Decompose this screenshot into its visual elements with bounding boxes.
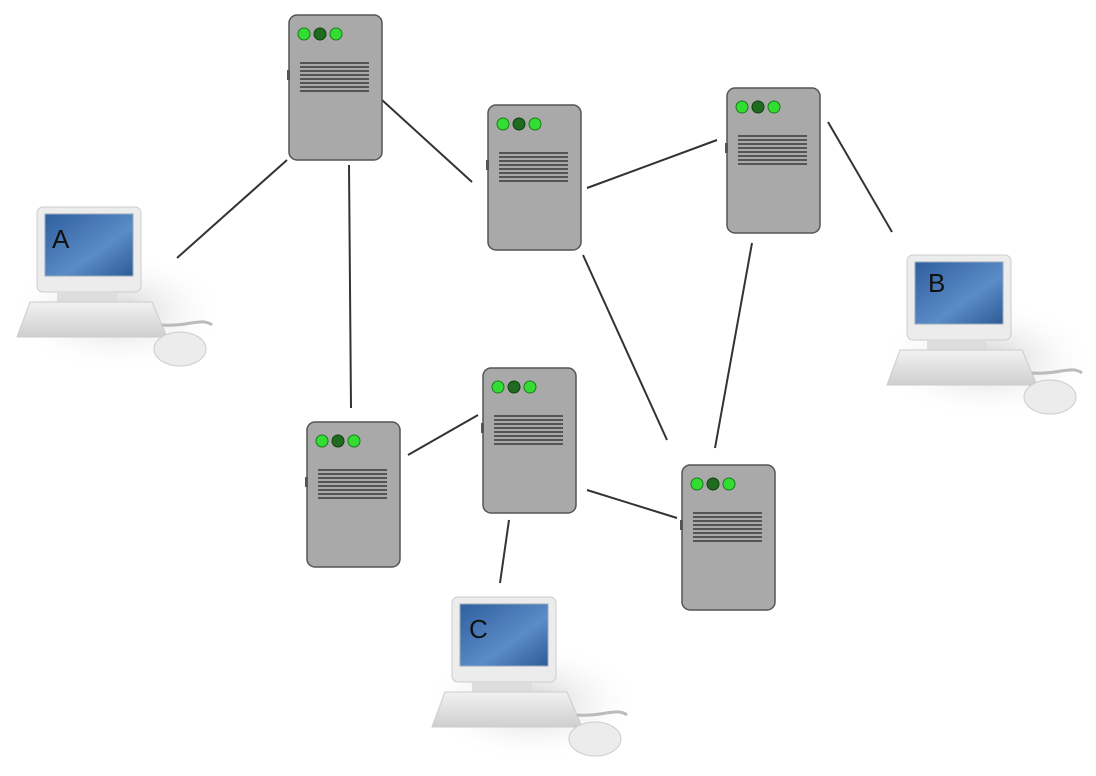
- computer-label: C: [469, 614, 488, 644]
- computer-c: C: [420, 595, 644, 764]
- server-icon: [304, 421, 401, 568]
- link-s1-a: [176, 159, 288, 259]
- links: [176, 99, 893, 584]
- link-s2-s6: [582, 254, 668, 441]
- computer-label: B: [928, 268, 945, 298]
- server-icon: [679, 464, 776, 611]
- link-s5-s6: [586, 489, 678, 519]
- link-s3-s6: [714, 242, 753, 449]
- computer-label: A: [52, 224, 70, 254]
- server-icon: [480, 367, 577, 514]
- link-s5-c: [499, 519, 510, 584]
- computer-icon: [420, 595, 644, 764]
- computer-a: A: [5, 205, 229, 374]
- link-s3-b: [827, 121, 893, 233]
- server-icon: [724, 87, 821, 234]
- server-icon: [485, 104, 582, 251]
- link-s4-s5: [407, 414, 479, 456]
- link-s2-s3: [586, 139, 718, 189]
- computer-b: B: [875, 253, 1096, 422]
- server-icon: [286, 14, 383, 161]
- link-s1-s4: [348, 164, 352, 409]
- computer-icon: [5, 205, 229, 374]
- link-s1-s2: [381, 99, 473, 183]
- computer-icon: [875, 253, 1096, 422]
